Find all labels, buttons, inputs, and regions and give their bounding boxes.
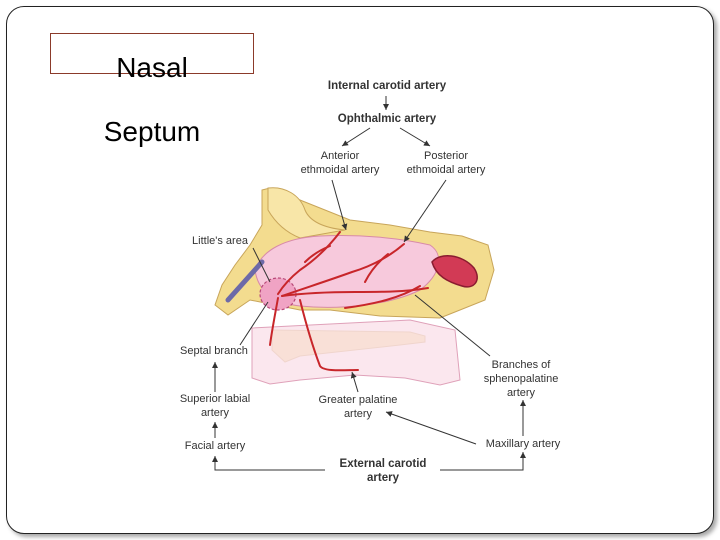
slide-title: Nasal Septum (50, 20, 254, 180)
label-sphenopalatine-3: artery (507, 387, 536, 399)
label-anterior-ethmoidal-2: ethmoidal artery (301, 164, 380, 176)
diagram-labels: Internal carotid artery Ophthalmic arter… (180, 80, 561, 484)
label-external-carotid-2: artery (367, 472, 400, 484)
label-greater-palatine-2: artery (344, 408, 373, 420)
label-sphenopalatine-1: Branches of (492, 359, 552, 371)
posterior-ethmoidal-branch-2 (364, 253, 389, 283)
arrow-ophthalmic-to-anterior (341, 127, 371, 147)
nasal-bone-edge (225, 259, 265, 303)
title-box (50, 33, 254, 74)
arrow-ophthalmic-to-posterior (399, 127, 431, 147)
label-superior-labial-2: artery (201, 407, 230, 419)
arrow-littles-area (252, 247, 271, 283)
leader-arrows (212, 96, 526, 471)
posterior-ethmoidal-branch (281, 243, 405, 297)
label-anterior-ethmoidal-1: Anterior (321, 150, 360, 162)
label-ophthalmic: Ophthalmic artery (338, 113, 437, 125)
sphenopalatine-branch-2 (344, 285, 421, 309)
arrow-eca-to-facial (212, 456, 325, 471)
arrow-posterior-to-septum (403, 179, 447, 243)
label-sphenopalatine-2: sphenopalatine (484, 373, 559, 385)
label-facial: Facial artery (185, 440, 246, 452)
greater-palatine-artery (299, 299, 359, 372)
label-external-carotid-1: External carotid (340, 458, 427, 470)
label-internal-carotid: Internal carotid artery (328, 80, 447, 92)
arteries (269, 231, 429, 372)
label-littles-area: Little's area (192, 235, 249, 247)
arrow-septal-from-littles (239, 301, 269, 346)
label-septal-branch: Septal branch (180, 345, 248, 357)
anterior-ethmoidal-branch-2 (304, 245, 331, 263)
arrow-greater-palatine (350, 371, 359, 393)
anatomy-illustration (214, 187, 495, 386)
sphenoid-sinus (431, 255, 478, 288)
title-line-2: Septum (103, 116, 201, 147)
septal-branch-artery (269, 297, 279, 346)
title-line-1: Nasal (116, 52, 188, 83)
label-superior-labial-1: Superior labial (180, 393, 250, 405)
label-maxillary: Maxillary artery (486, 438, 561, 450)
anterior-ethmoidal-branch (277, 231, 341, 295)
palate-pink (251, 319, 461, 386)
arrow-anterior-to-septum (331, 179, 348, 231)
label-greater-palatine-1: Greater palatine (319, 394, 398, 406)
arrow-sphenopalatine-leader (414, 294, 491, 357)
arrow-eca-to-maxillary (440, 452, 526, 471)
arrow-maxillary-to-palatine (385, 411, 477, 445)
label-posterior-ethmoidal-2: ethmoidal artery (407, 164, 486, 176)
label-posterior-ethmoidal-1: Posterior (424, 150, 468, 162)
sphenopalatine-branch (281, 287, 429, 297)
frontal-bone (267, 187, 346, 239)
